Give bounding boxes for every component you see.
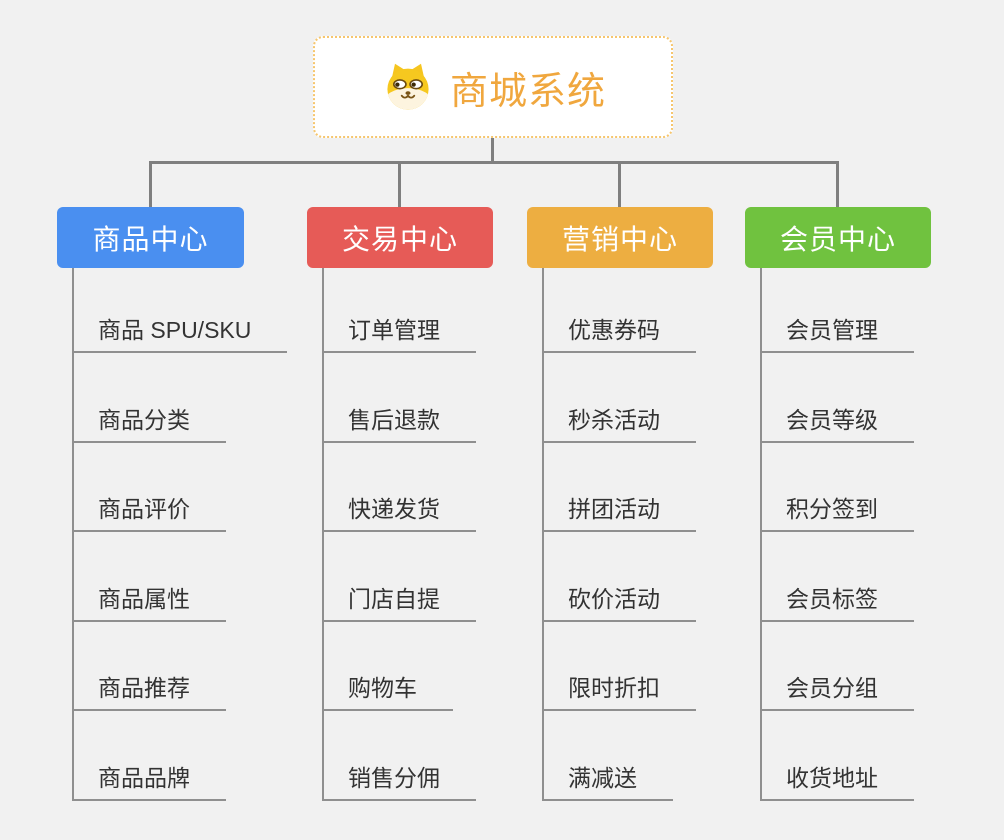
leaf-node[interactable]: 购物车: [322, 669, 453, 712]
leaf-node[interactable]: 售后退款: [322, 401, 476, 443]
shiba-dog-icon: [380, 61, 436, 113]
leaf-node[interactable]: 秒杀活动: [542, 401, 696, 443]
leaf-node[interactable]: 门店自提: [322, 580, 476, 622]
leaf-row: 商品 SPU/SKU: [72, 268, 288, 353]
branch-connector-line: [322, 268, 324, 801]
root-title: 商城系统: [449, 70, 606, 113]
leaf-node[interactable]: 会员分组: [760, 669, 914, 712]
leaf-row: 限时折扣: [542, 622, 696, 712]
leaf-row: 售后退款: [322, 353, 476, 443]
leaf-row: 销售分佣: [322, 711, 476, 801]
connector-drop-members: [836, 163, 839, 207]
leaf-node[interactable]: 积分签到: [760, 490, 914, 533]
connector-drop-marketing: [618, 163, 621, 207]
branch-connector-line: [542, 268, 544, 801]
leaf-row: 会员管理: [760, 268, 914, 353]
leaf-row: 商品推荐: [72, 622, 287, 712]
leaf-node[interactable]: 优惠券码: [542, 311, 696, 353]
branch-node-products[interactable]: 商品中心: [57, 207, 244, 268]
connector-drop-trade: [398, 163, 401, 207]
branch-node-marketing[interactable]: 营销中心: [527, 207, 713, 268]
leaf-node[interactable]: 砍价活动: [542, 580, 696, 622]
leaf-row: 商品评价: [72, 443, 287, 533]
leaf-node[interactable]: 商品 SPU/SKU: [72, 311, 288, 353]
leaf-node[interactable]: 销售分佣: [322, 759, 476, 801]
branch-column-marketing: 营销中心 优惠券码 秒杀活动 拼团活动 砍价活动 限时折扣 满减送: [527, 207, 747, 801]
connector-horizontal-bar: [149, 161, 839, 164]
leaf-node[interactable]: 商品品牌: [72, 759, 226, 801]
leaf-node[interactable]: 限时折扣: [542, 669, 696, 712]
branch-column-products: 商品中心 商品 SPU/SKU 商品分类 商品评价 商品属性 商品推荐 商品品牌: [57, 207, 288, 801]
connector-root-stem: [491, 138, 494, 163]
leaf-node[interactable]: 快递发货: [322, 490, 476, 533]
leaf-node[interactable]: 订单管理: [322, 311, 476, 353]
leaf-row: 拼团活动: [542, 443, 696, 533]
leaf-list: 商品 SPU/SKU 商品分类 商品评价 商品属性 商品推荐 商品品牌: [72, 268, 288, 801]
branch-column-members: 会员中心 会员管理 会员等级 积分签到 会员标签 会员分组 收货地址: [745, 207, 965, 801]
leaf-list: 会员管理 会员等级 积分签到 会员标签 会员分组 收货地址: [760, 268, 914, 801]
leaf-row: 商品属性: [72, 532, 287, 622]
leaf-node[interactable]: 商品属性: [72, 580, 226, 622]
leaf-row: 会员分组: [760, 622, 914, 712]
leaf-row: 秒杀活动: [542, 353, 696, 443]
connector-drop-products: [149, 163, 152, 207]
leaf-node[interactable]: 商品分类: [72, 401, 226, 443]
leaf-row: 砍价活动: [542, 532, 696, 622]
leaf-row: 商品分类: [72, 353, 287, 443]
leaf-row: 会员等级: [760, 353, 914, 443]
branch-node-trade[interactable]: 交易中心: [307, 207, 493, 268]
leaf-row: 收货地址: [760, 711, 914, 801]
leaf-row: 优惠券码: [542, 268, 696, 353]
branch-connector-line: [760, 268, 762, 801]
leaf-row: 商品品牌: [72, 711, 287, 801]
leaf-node[interactable]: 会员标签: [760, 580, 914, 622]
leaf-row: 门店自提: [322, 532, 476, 622]
leaf-node[interactable]: 会员等级: [760, 401, 914, 443]
leaf-node[interactable]: 商品推荐: [72, 669, 226, 712]
branch-connector-line: [72, 268, 74, 801]
leaf-row: 快递发货: [322, 443, 476, 533]
leaf-node[interactable]: 会员管理: [760, 311, 914, 353]
leaf-list: 订单管理 售后退款 快递发货 门店自提 购物车 销售分佣: [322, 268, 476, 801]
leaf-row: 积分签到: [760, 443, 914, 533]
leaf-row: 满减送: [542, 711, 696, 801]
leaf-node[interactable]: 商品评价: [72, 490, 226, 533]
branch-node-members[interactable]: 会员中心: [745, 207, 931, 268]
leaf-row: 订单管理: [322, 268, 476, 353]
leaf-list: 优惠券码 秒杀活动 拼团活动 砍价活动 限时折扣 满减送: [542, 268, 696, 801]
leaf-row: 购物车: [322, 622, 476, 712]
leaf-row: 会员标签: [760, 532, 914, 622]
leaf-node[interactable]: 满减送: [542, 759, 673, 801]
leaf-node[interactable]: 收货地址: [760, 759, 914, 801]
branch-column-trade: 交易中心 订单管理 售后退款 快递发货 门店自提 购物车 销售分佣: [307, 207, 527, 801]
leaf-node[interactable]: 拼团活动: [542, 490, 696, 533]
root-node[interactable]: 商城系统: [313, 36, 673, 138]
